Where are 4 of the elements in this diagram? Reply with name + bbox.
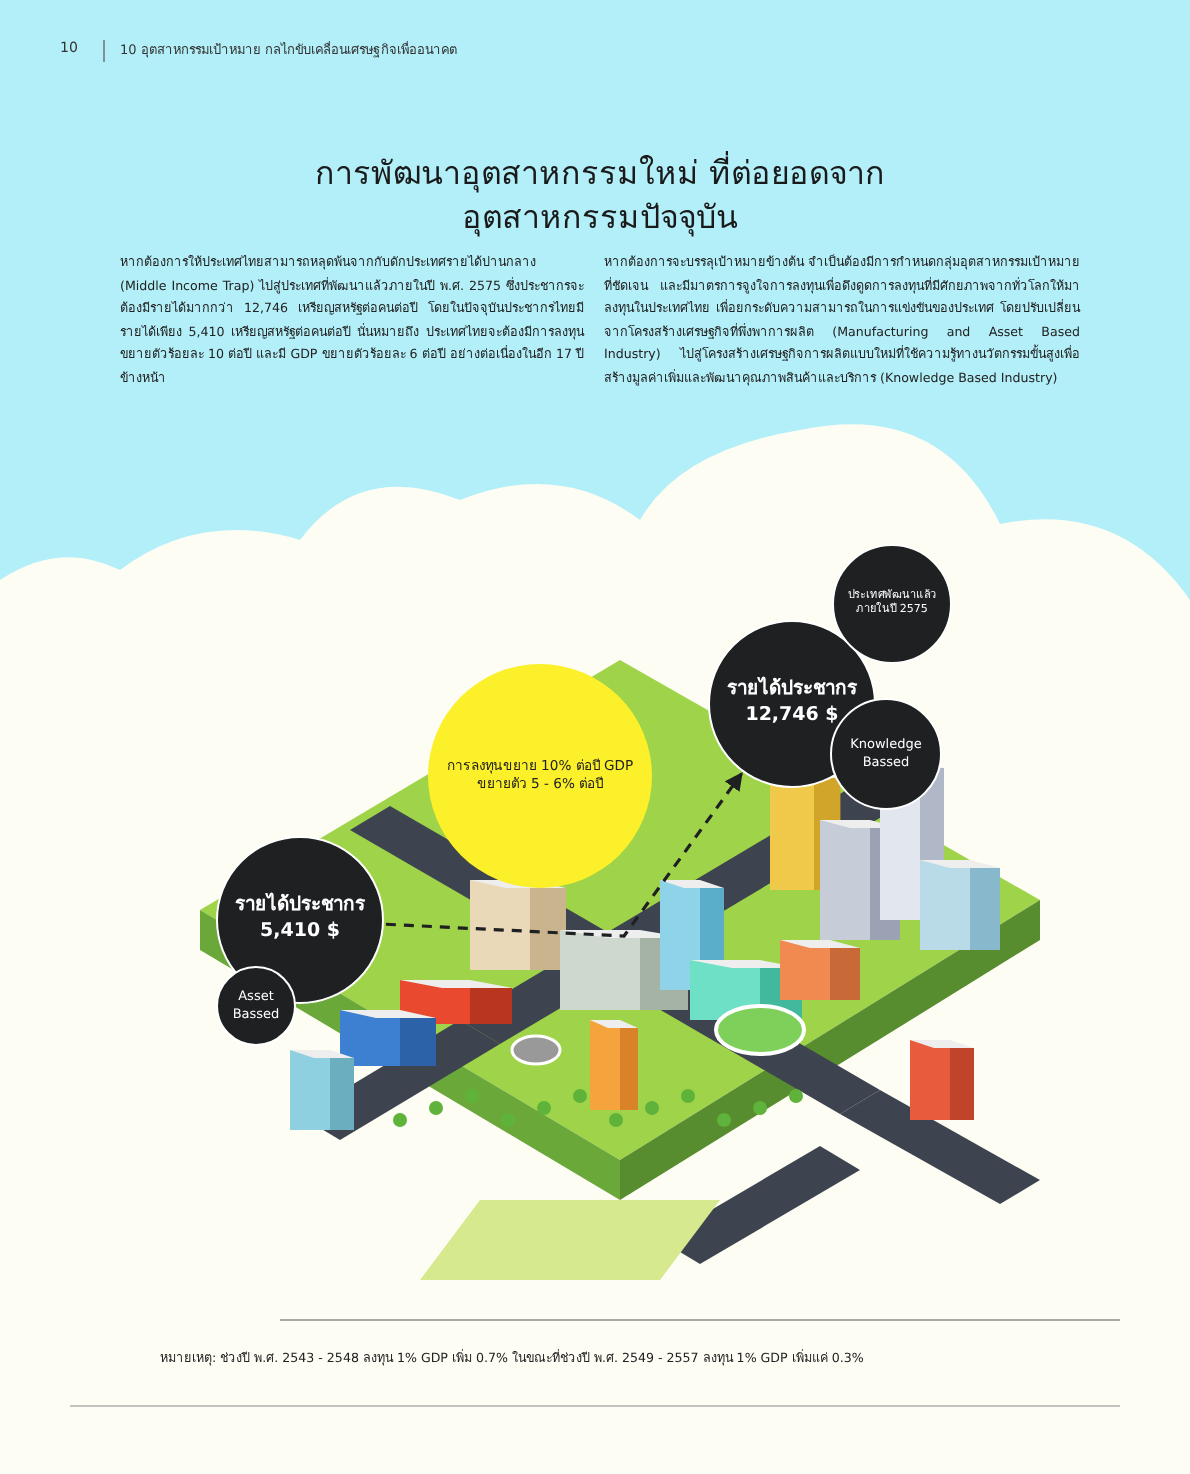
page-title: การพัฒนาอุตสาหกรรมใหม่ ที่ต่อยอดจากอุตสาหกรรมปัจจุบัน (312, 152, 888, 240)
circle-text: รายได้ประชากร 5,410 $ (233, 894, 367, 946)
arrow (385, 772, 743, 938)
circle-text: รายได้ประชากร 12,746 $ (725, 678, 859, 730)
